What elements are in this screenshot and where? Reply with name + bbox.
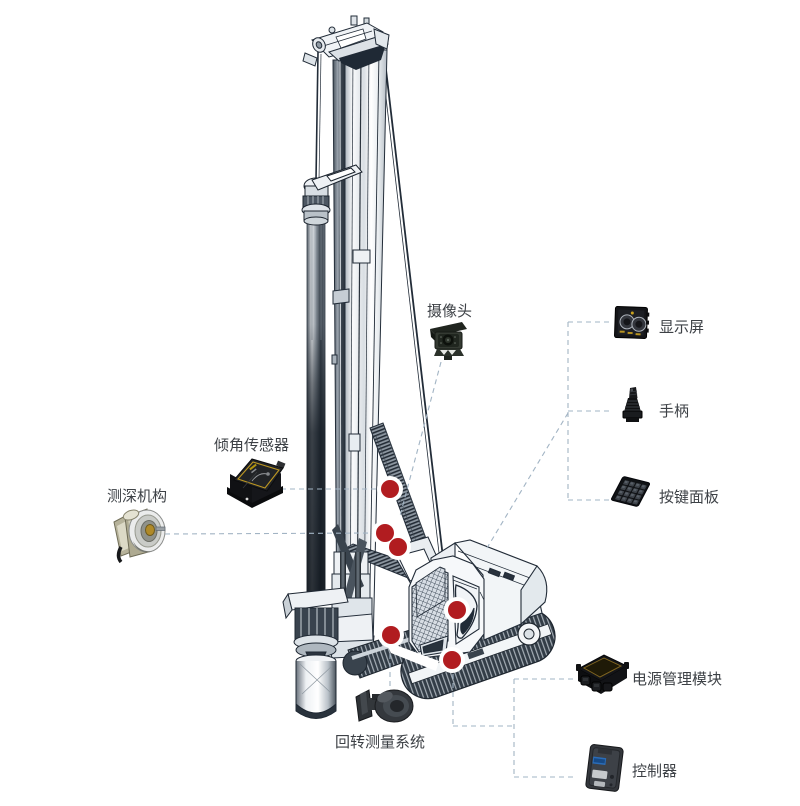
svg-text:按键面板: 按键面板 (659, 488, 719, 506)
svg-text:回转测量系统: 回转测量系统 (335, 734, 425, 751)
svg-text:显示屏: 显示屏 (659, 319, 704, 336)
svg-text:控制器: 控制器 (632, 763, 677, 780)
svg-text:倾角传感器: 倾角传感器 (214, 437, 289, 454)
svg-text:测深机构: 测深机构 (107, 488, 167, 505)
svg-text:摄像头: 摄像头 (427, 303, 472, 320)
svg-text:手柄: 手柄 (659, 403, 689, 420)
svg-text:电源管理模块: 电源管理模块 (632, 671, 722, 688)
